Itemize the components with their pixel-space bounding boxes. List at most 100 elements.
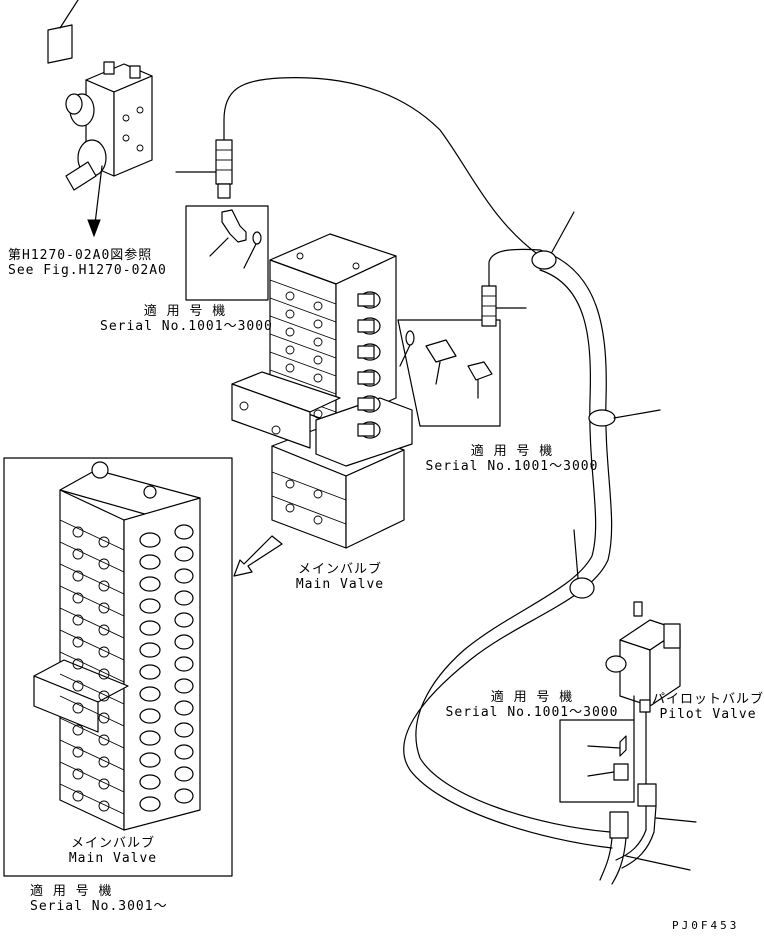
inset-spool: [139, 708, 161, 724]
serial-b-en: Serial No.1001～3000: [425, 459, 599, 474]
inset-spool: [174, 700, 194, 716]
serial-c-jp: 適 用 号 機: [490, 690, 574, 705]
spool-body: [357, 293, 375, 307]
main-valve-inset-en: Main Valve: [68, 851, 158, 866]
inset-port: [98, 734, 110, 746]
spool-body: [357, 345, 375, 359]
inset-slice-line: [59, 629, 125, 661]
inset-port: [98, 690, 110, 702]
valve-port: [313, 301, 323, 311]
spool-body: [357, 397, 375, 411]
valve-port: [313, 409, 323, 419]
serial-a-en: Serial No.1001～3000: [100, 319, 273, 334]
drawing-number: PJ0F453: [672, 919, 740, 932]
spool-body: [357, 371, 375, 385]
serial-b-jp: 適 用 号 機: [470, 444, 554, 459]
inset-port: [72, 724, 84, 736]
see-fig-jp: 第H1270-02A0図参照: [8, 248, 153, 263]
inset-port: [98, 778, 110, 790]
inset-port: [72, 592, 84, 604]
inset-slice-line: [59, 585, 125, 617]
inset-spool: [174, 524, 194, 540]
inset-port: [72, 702, 84, 714]
valve-slice-line: [269, 369, 337, 395]
main-valve-top: [231, 233, 413, 577]
inset-spool: [174, 766, 194, 782]
inset-spool: [139, 752, 161, 768]
valve-port: [313, 373, 323, 383]
valve-slice-line: [269, 315, 337, 341]
inset-spool: [139, 664, 161, 680]
inset-spool: [139, 686, 161, 702]
inset-spool: [139, 796, 161, 812]
valve-port: [285, 363, 295, 373]
serial-label-d: 適 用 号 機 Serial No.3001～: [30, 884, 168, 914]
inset-port: [98, 668, 110, 680]
main-valve-inset: [33, 461, 201, 831]
inset-frame: [3, 457, 233, 877]
serial-a-jp: 適 用 号 機: [143, 304, 227, 319]
inset-spool: [139, 598, 161, 614]
pilot-valve-en: Pilot Valve: [659, 707, 757, 722]
inset-port: [98, 800, 110, 812]
inset-port: [72, 548, 84, 560]
inset-port: [72, 680, 84, 692]
see-fig-en: See Fig.H1270-02A0: [8, 263, 167, 278]
inset-port: [72, 614, 84, 626]
inset-spool: [174, 634, 194, 650]
bottom-fittings: [599, 783, 697, 885]
inset-port: [72, 768, 84, 780]
inset-spool: [139, 554, 161, 570]
main-valve-label-top: メインバルブ Main Valve: [290, 562, 390, 592]
inset-spool: [174, 788, 194, 804]
inset-port: [98, 756, 110, 768]
pilot-valve-label: パイロットバルブ Pilot Valve: [652, 692, 764, 722]
inset-spool: [174, 744, 194, 760]
serial-label-c: 適 用 号 機 Serial No.1001～3000: [444, 690, 620, 720]
inset-port: [72, 658, 84, 670]
inset-spool: [174, 656, 194, 672]
spool-body: [357, 423, 375, 437]
main-valve-top-en: Main Valve: [295, 577, 385, 592]
valve-port: [313, 355, 323, 365]
inset-port: [98, 602, 110, 614]
main-valve-inset-jp: メインバルブ: [70, 836, 155, 851]
serial-d-jp: 適 用 号 機: [30, 884, 113, 899]
inset-port: [98, 558, 110, 570]
inset-spool: [139, 730, 161, 746]
inset-spool: [139, 620, 161, 636]
detail-box-right: [397, 319, 501, 427]
detail-box-left: [185, 205, 269, 301]
inset-slice-line: [59, 695, 125, 727]
inset-slice-line: [59, 607, 125, 639]
inset-spool: [174, 568, 194, 584]
inset-spool: [174, 722, 194, 738]
inset-slice-line: [59, 519, 125, 551]
inset-slice-line: [59, 739, 125, 771]
inset-slice-line: [59, 563, 125, 595]
serial-c-en: Serial No.1001～3000: [445, 705, 619, 720]
inset-spool: [174, 546, 194, 562]
main-valve-label-inset: メインバルブ Main Valve: [60, 836, 166, 866]
valve-slice-line: [269, 351, 337, 377]
valve-port: [285, 309, 295, 319]
solenoid-block: [47, 0, 153, 238]
inset-port: [98, 712, 110, 724]
valve-port: [313, 337, 323, 347]
pilot-valve: [605, 601, 681, 787]
inset-port: [98, 536, 110, 548]
inset-slice-line: [59, 673, 125, 705]
inset-spool: [139, 774, 161, 790]
valve-port: [285, 327, 295, 337]
valve-slice-line: [269, 297, 337, 323]
valve-slice-line: [269, 279, 337, 305]
serial-label-b: 適 用 号 機 Serial No.1001～3000: [424, 444, 600, 474]
valve-slice-line: [269, 333, 337, 359]
inset-slice-line: [59, 651, 125, 683]
inset-port: [98, 580, 110, 592]
detail-box-bottom: [559, 719, 635, 803]
inset-slice-line: [59, 761, 125, 793]
inset-port: [72, 636, 84, 648]
inset-spool: [174, 590, 194, 606]
